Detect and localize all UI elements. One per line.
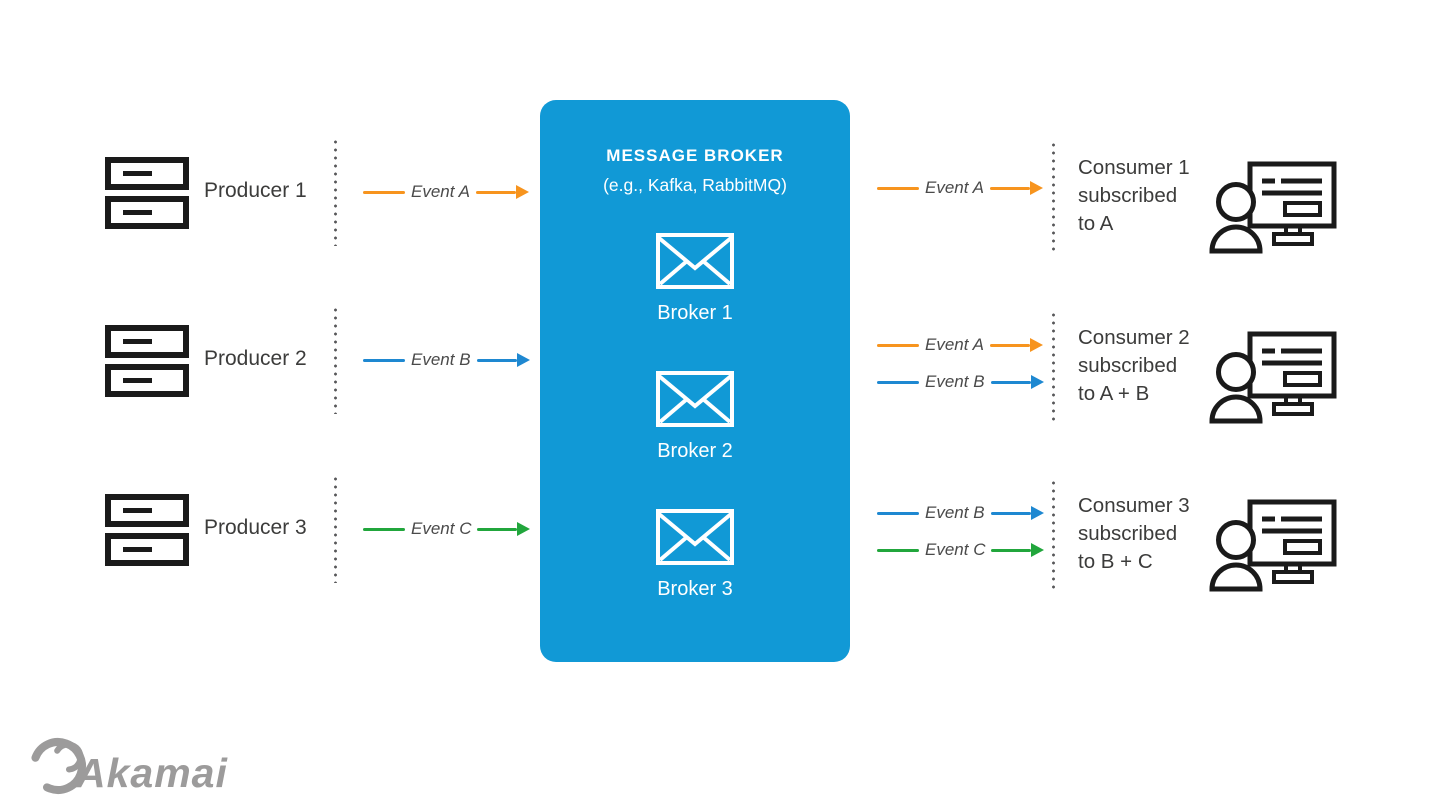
envelope-icon <box>656 509 734 565</box>
broker-3: Broker 3 <box>540 508 850 601</box>
consumer-2-sub1: subscribed <box>1078 354 1178 377</box>
event-label: Event A <box>925 335 984 354</box>
broker-1-label: Broker 1 <box>657 302 733 324</box>
arrow-head-icon <box>477 527 518 531</box>
producer-1-label: Producer 1 <box>204 179 307 202</box>
arrow-tail <box>363 358 405 362</box>
arrow-head-icon <box>991 548 1032 552</box>
arrow-head-icon <box>476 358 517 362</box>
divider-dotted <box>1052 141 1055 251</box>
broker-3-label: Broker 3 <box>657 578 733 600</box>
event-label: Event B <box>925 372 985 391</box>
event-a-arrow: Event A <box>363 181 521 203</box>
envelope-icon <box>656 371 734 427</box>
arrow-head-icon <box>990 511 1031 515</box>
arrow-tail <box>877 548 919 552</box>
arrow-head-icon <box>475 190 516 194</box>
consumer-workstation-icon <box>1208 330 1338 425</box>
event-label: Event A <box>925 178 984 197</box>
consumer-2-text: Consumer 2 subscribed to A + B <box>1078 324 1190 408</box>
arrow-tail <box>877 186 919 190</box>
server-icon <box>104 493 190 567</box>
message-broker-box: MESSAGE BROKER (e.g., Kafka, RabbitMQ) B… <box>540 100 850 662</box>
arrow-head-icon <box>990 380 1031 384</box>
divider-dotted <box>1052 479 1055 589</box>
server-icon <box>104 156 190 230</box>
event-c-arrow: Event C <box>363 518 521 540</box>
event-label: Event B <box>411 350 471 369</box>
divider-dotted <box>1052 311 1055 421</box>
server-icon <box>104 324 190 398</box>
event-label: Event A <box>411 182 470 201</box>
envelope-icon <box>656 233 734 289</box>
divider-dotted <box>334 306 337 414</box>
broker-box-title: MESSAGE BROKER <box>606 146 784 165</box>
producer-3-label: Producer 3 <box>204 516 307 539</box>
consumer-workstation-icon <box>1208 160 1338 255</box>
broker-2-label: Broker 2 <box>657 440 733 462</box>
consumer-3-sub1: subscribed <box>1078 522 1178 545</box>
event-a-arrow: Event A <box>877 177 1035 199</box>
akamai-logo-text: Akamai <box>76 750 228 796</box>
event-label: Event C <box>925 540 986 559</box>
consumer-3-name: Consumer 3 <box>1078 494 1190 517</box>
consumer-workstation-icon <box>1208 498 1338 593</box>
broker-box-subtitle: (e.g., Kafka, RabbitMQ) <box>603 175 787 195</box>
akamai-logo: Akamai <box>28 730 228 796</box>
producer-2-label: Producer 2 <box>204 347 307 370</box>
event-label: Event B <box>925 503 985 522</box>
consumer-1-sub1: subscribed <box>1078 184 1178 207</box>
arrow-head-icon <box>989 343 1030 347</box>
arrow-tail <box>363 190 405 194</box>
event-b-arrow: Event B <box>877 371 1035 393</box>
divider-dotted <box>334 138 337 246</box>
consumer-1-sub2: to A <box>1078 212 1114 235</box>
arrow-tail <box>877 343 919 347</box>
broker-1: Broker 1 <box>540 232 850 325</box>
event-b-arrow: Event B <box>363 349 521 371</box>
arrow-tail <box>363 527 405 531</box>
consumer-3-text: Consumer 3 subscribed to B + C <box>1078 492 1190 576</box>
divider-dotted <box>334 475 337 583</box>
event-label: Event C <box>411 519 472 538</box>
consumer-1-name: Consumer 1 <box>1078 156 1190 179</box>
consumer-2-name: Consumer 2 <box>1078 326 1190 349</box>
arrow-tail <box>877 380 919 384</box>
consumer-1-text: Consumer 1 subscribed to A <box>1078 154 1190 238</box>
event-c-arrow: Event C <box>877 539 1035 561</box>
arrow-head-icon <box>989 186 1030 190</box>
arrow-tail <box>877 511 919 515</box>
event-b-arrow: Event B <box>877 502 1035 524</box>
broker-2: Broker 2 <box>540 370 850 463</box>
consumer-2-sub2: to A + B <box>1078 382 1150 405</box>
consumer-3-sub2: to B + C <box>1078 550 1153 573</box>
event-a-arrow: Event A <box>877 334 1035 356</box>
